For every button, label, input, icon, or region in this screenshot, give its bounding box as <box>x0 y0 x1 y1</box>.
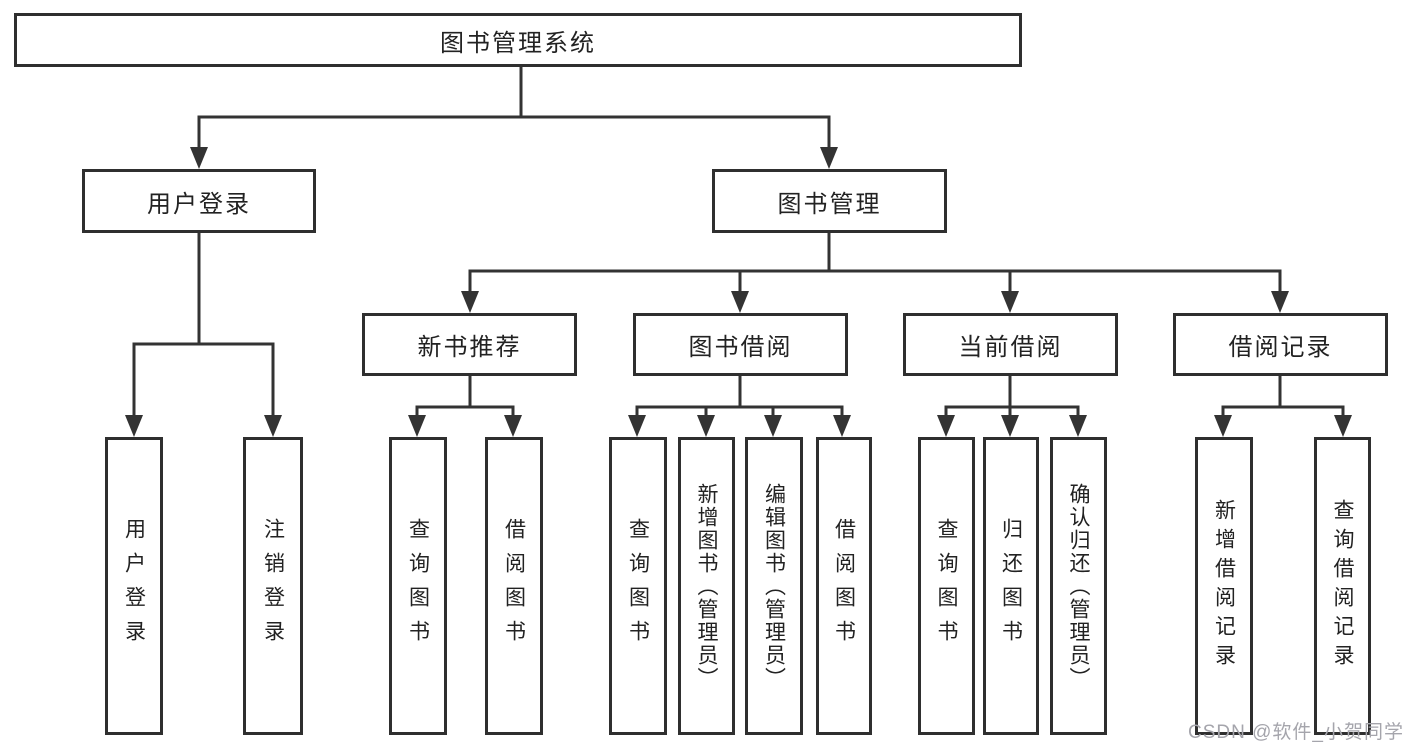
leaf-user-login: 用户登录 <box>105 437 163 735</box>
node-book-management: 图书管理 <box>712 169 947 233</box>
leaf-user-login-label: 用户登录 <box>122 518 146 654</box>
node-book-borrow-label: 图书借阅 <box>688 334 793 361</box>
node-borrow-records: 借阅记录 <box>1173 313 1388 376</box>
leaf-return-books-label: 归还图书 <box>999 518 1023 654</box>
leaf-query-books-recommend: 查询图书 <box>389 437 447 735</box>
leaf-edit-books-admin: 编辑图书（管理员） <box>745 437 803 735</box>
leaf-add-books-admin-label: 新增图书（管理员） <box>695 482 718 690</box>
leaf-borrow-books: 借阅图书 <box>816 437 872 735</box>
leaf-query-books-recommend-label: 查询图书 <box>406 518 430 654</box>
leaf-borrow-books-recommend-label: 借阅图书 <box>502 518 526 654</box>
node-root: 图书管理系统 <box>14 13 1022 67</box>
csdn-watermark: CSDN @软件_小贺同学 <box>1188 722 1404 743</box>
leaf-edit-books-admin-label: 编辑图书（管理员） <box>762 482 786 690</box>
leaf-add-borrow-record-label: 新增借阅记录 <box>1212 499 1236 673</box>
node-user-login: 用户登录 <box>82 169 316 233</box>
node-current-borrow-label: 当前借阅 <box>958 334 1063 361</box>
leaf-add-books-admin: 新增图书（管理员） <box>678 437 735 735</box>
leaf-logout: 注销登录 <box>243 437 303 735</box>
leaf-borrow-books-recommend: 借阅图书 <box>485 437 543 735</box>
leaf-query-books-current: 查询图书 <box>918 437 975 735</box>
node-book-management-label: 图书管理 <box>777 190 882 218</box>
leaf-query-books-current-label: 查询图书 <box>935 518 958 654</box>
leaf-query-borrow-record-label: 查询借阅记录 <box>1331 499 1354 673</box>
node-user-login-label: 用户登录 <box>147 190 251 218</box>
node-new-book-recommend: 新书推荐 <box>362 313 577 376</box>
leaf-query-borrow-record: 查询借阅记录 <box>1314 437 1371 735</box>
leaf-confirm-return-admin-label: 确认归还（管理员） <box>1067 482 1090 690</box>
node-borrow-records-label: 借阅记录 <box>1228 334 1333 361</box>
node-current-borrow: 当前借阅 <box>903 313 1118 376</box>
node-root-label: 图书管理系统 <box>440 29 596 57</box>
node-book-borrow: 图书借阅 <box>633 313 848 376</box>
leaf-return-books: 归还图书 <box>983 437 1039 735</box>
leaf-confirm-return-admin: 确认归还（管理员） <box>1050 437 1107 735</box>
leaf-query-books-borrow-label: 查询图书 <box>626 518 650 654</box>
leaf-logout-label: 注销登录 <box>261 518 285 654</box>
leaf-borrow-books-label: 借阅图书 <box>832 518 856 654</box>
node-new-book-recommend-label: 新书推荐 <box>417 334 522 361</box>
leaf-add-borrow-record: 新增借阅记录 <box>1195 437 1253 735</box>
leaf-query-books-borrow: 查询图书 <box>609 437 667 735</box>
